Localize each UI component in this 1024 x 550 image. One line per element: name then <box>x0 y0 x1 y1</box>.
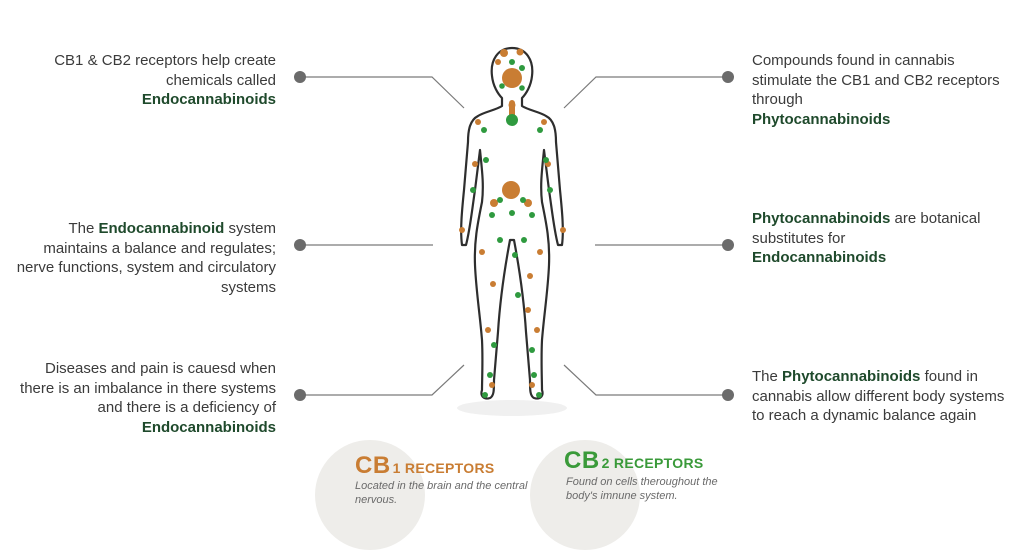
left-bottom-highlight: Endocannabinoids <box>141 418 276 436</box>
connector-bottom-left <box>300 364 465 396</box>
connector-top-right <box>563 76 728 109</box>
right-middle-text: Phytocannabinoids are botanical substitu… <box>752 209 1014 268</box>
connector-lines <box>294 71 734 401</box>
left-top-text: CB1 & CB2 receptors help create chemical… <box>14 51 276 110</box>
cb1-legend-description: Located in the brain and the central ner… <box>355 480 528 506</box>
connector-dot-top-right <box>722 71 734 83</box>
right-bottom-highlight: Phytocannabinoids <box>782 368 921 385</box>
right-middle-text-body: are botanical substitutes for <box>752 210 981 247</box>
left-middle-text: The Endocannabinoid system maintains a b… <box>14 219 276 297</box>
left-middle-highlight: Endocannabinoid <box>98 220 225 237</box>
connector-bottom-right <box>563 364 728 396</box>
connector-dot-top-left <box>294 71 306 83</box>
connector-dot-bottom-left <box>294 389 306 401</box>
cb1-prefix: CB <box>355 452 391 479</box>
right-top-text: Compounds found in cannabis stimulate th… <box>752 51 1014 129</box>
body-shadow <box>457 400 567 416</box>
cb2-receptor-dots <box>470 59 553 398</box>
cb1-number: 1 <box>392 460 401 476</box>
cb2-legend-description: Found on cells theroughout the body's im… <box>566 476 718 502</box>
right-middle-highlight: Phytocannabinoids <box>752 210 891 227</box>
left-top-highlight: Endocannabinoids <box>141 91 276 108</box>
left-bottom-text-body: Diseases and pain is cauesd when there i… <box>20 360 276 416</box>
body-outline <box>460 46 564 400</box>
connector-top-left <box>300 76 465 109</box>
cb2-label: RECEPTORS <box>613 455 704 471</box>
connector-dot-mid-left <box>294 239 306 251</box>
right-top-highlight: Phytocannabinoids <box>752 110 891 128</box>
right-bottom-text-body: found in cannabis allow different body s… <box>752 368 1005 424</box>
connector-dot-mid-right <box>722 239 734 251</box>
right-middle-highlight-2: Endocannabinoids <box>752 249 887 266</box>
left-bottom-text: Diseases and pain is cauesd when there i… <box>14 359 276 437</box>
cb2-prefix: CB <box>564 447 600 474</box>
cb1-legend-circle <box>315 440 425 550</box>
connector-dot-bottom-right <box>722 389 734 401</box>
left-middle-text-lead: The <box>68 220 95 237</box>
right-top-text-body: Compounds found in cannabis stimulate th… <box>752 52 1000 108</box>
cb1-receptor-dots <box>459 48 566 388</box>
left-top-text-body: CB1 & CB2 receptors help create chemical… <box>54 52 276 89</box>
left-middle-text-body: system maintains a balance and regulates… <box>16 220 276 296</box>
right-bottom-text: The Phytocannabinoids found in cannabis … <box>752 367 1014 426</box>
cb1-label: RECEPTORS <box>404 460 495 476</box>
human-body-figure <box>457 46 567 416</box>
cb2-number: 2 <box>601 455 610 471</box>
right-bottom-text-lead: The <box>752 368 778 385</box>
cb2-legend-circle <box>530 440 640 550</box>
